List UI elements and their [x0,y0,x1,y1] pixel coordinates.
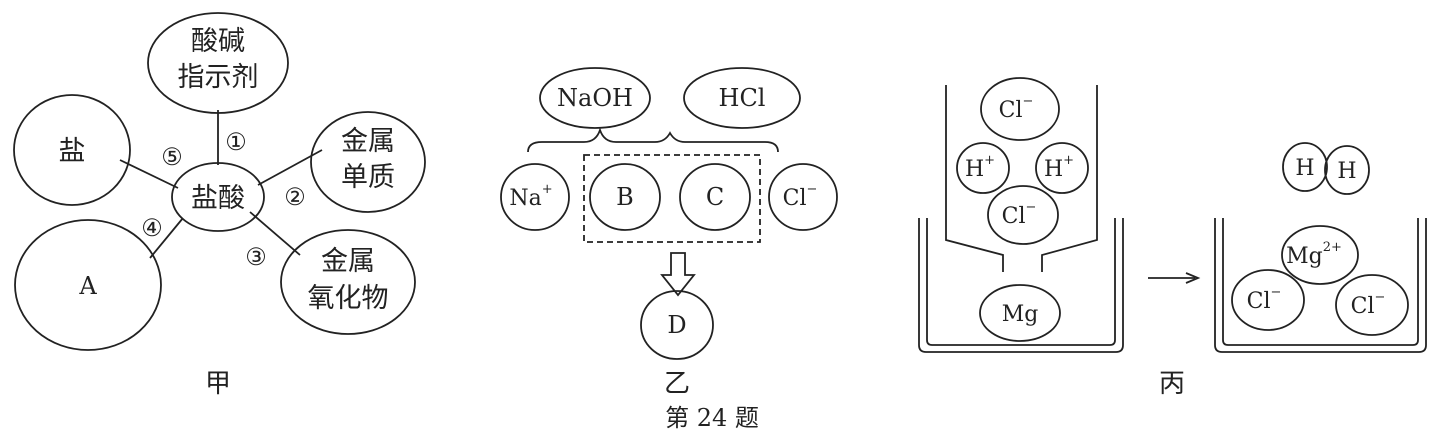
a-label: A [78,272,97,300]
link-oxide [249,211,301,256]
ion-mg2-label: Mg2+ [1286,240,1342,269]
panel-jia [13,12,426,351]
cl-label: Cl− [783,182,818,211]
naoh-label: NaOH [557,84,633,112]
node-na [500,163,570,231]
d-label: D [667,311,686,339]
node-hcl [683,67,801,129]
left-funnel [945,85,1098,272]
ion-cl-top-label: Cl− [999,94,1034,123]
acid-label: 盐酸 [191,183,245,214]
ion-h-left-label: H+ [965,153,995,182]
left-beaker [918,218,1124,353]
oxide-label-1: 金属 [321,246,375,277]
reaction-arrow [1148,272,1201,284]
ion-cl-right-2 [1335,274,1409,336]
circled-3: ③ [245,243,267,271]
down-arrow [660,252,696,297]
node-a [14,219,162,351]
link-acid [149,217,184,259]
brace [527,127,779,153]
h2-atom-2-label: H [1337,159,1356,184]
indicator-label-1: 酸碱 [191,26,245,57]
h2-atom-2 [1324,145,1370,195]
caption-yi: 乙 [664,369,690,399]
ion-mg2 [1281,225,1359,285]
ion-cl-top [980,77,1060,141]
ion-cl-bottom-label: Cl− [1002,200,1037,229]
link-salt [119,159,179,189]
panel-bing [918,77,1427,353]
circled-1: ① [225,128,247,156]
cl-charge: − [806,182,817,197]
node-salt [13,94,131,206]
hcl-label: HCl [719,84,766,112]
ion-cl-right-2-label: Cl− [1351,290,1386,319]
salt-label: 盐 [59,136,86,167]
node-cl [768,163,838,231]
node-c [679,163,751,231]
panel-yi [500,67,838,360]
na-charge: + [542,182,553,197]
ion-h-right-label: H+ [1044,153,1074,182]
node-b [589,163,661,231]
ion-h-right [1035,142,1089,194]
ion-h-left [956,142,1010,194]
ion-cl-right-1 [1231,269,1305,331]
circled-4: ④ [141,214,163,242]
ion-cl-bottom [987,185,1059,245]
dashed-box [583,154,761,243]
h2-atom-1 [1282,142,1328,192]
na-label: Na+ [509,182,552,211]
b-label: B [616,183,634,211]
node-indicator [147,12,289,114]
indicator-label-2: 指示剂 [178,62,259,93]
footer-question-number: 第 24 题 [665,404,759,432]
metal-label-2: 单质 [341,162,395,193]
ion-cl-right-1-label: Cl− [1247,285,1282,314]
node-naoh [539,67,651,129]
link-metal [257,149,323,186]
h2-atom-1-label: H [1295,156,1314,181]
oxide-label-2: 氧化物 [308,283,389,314]
circled-2: ② [284,183,306,211]
caption-jia: 甲 [205,369,231,399]
right-beaker [1214,218,1427,353]
metal-label-1: 金属 [341,126,395,157]
node-d [640,290,714,360]
atom-mg-label: Mg [1002,302,1039,327]
circled-5: ⑤ [161,143,183,171]
node-metal [310,111,426,213]
caption-bing: 丙 [1159,369,1185,399]
node-metal-oxide [280,229,416,335]
atom-mg [979,284,1061,342]
node-hydrochloric-acid [171,162,265,232]
c-label: C [706,183,724,211]
